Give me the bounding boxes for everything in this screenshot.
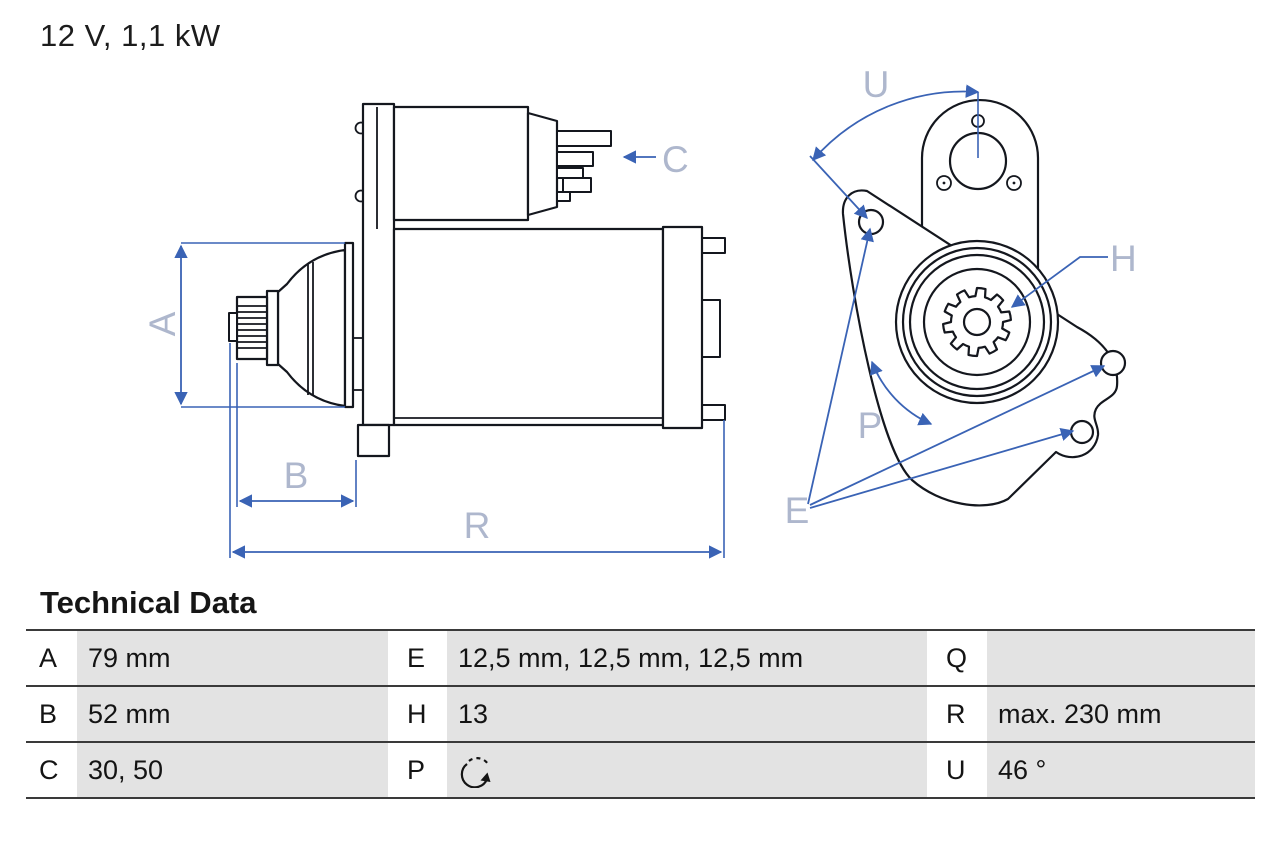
spec-value: 52 mm [77, 687, 388, 741]
spec-value: 46 ° [987, 743, 1255, 797]
spec-value: 13 [447, 687, 927, 741]
rotation-arc-P [870, 360, 933, 426]
spec-value: 30, 50 [77, 743, 388, 797]
technical-data-table: A 79 mm E 12,5 mm, 12,5 mm, 12,5 mm Q B … [26, 629, 1255, 799]
spec-key: Q [927, 631, 987, 685]
spec-key: P [388, 743, 447, 797]
clockwise-rotation-icon [460, 757, 491, 788]
spec-key: B [26, 687, 77, 741]
leader-line-E3 [809, 427, 1075, 509]
spec-key: R [927, 687, 987, 741]
front-view [841, 98, 1127, 507]
product-spec-title: 12 V, 1,1 kW [40, 18, 221, 53]
side-view-dimensions [174, 150, 725, 559]
spec-key: U [927, 743, 987, 797]
technical-data-heading: Technical Data [40, 585, 257, 620]
spec-key: E [388, 631, 447, 685]
table-row: C 30, 50 P U 46 ° [26, 741, 1255, 797]
dim-label-p: P [858, 405, 883, 446]
dim-label-r: R [464, 505, 491, 546]
spec-key: C [26, 743, 77, 797]
dim-label-a: A [142, 311, 183, 336]
spec-value: max. 230 mm [987, 687, 1255, 741]
spec-value: 79 mm [77, 631, 388, 685]
spec-key: H [388, 687, 447, 741]
spec-key: A [26, 631, 77, 685]
spec-value: 12,5 mm, 12,5 mm, 12,5 mm [447, 631, 927, 685]
spec-value-rotation [447, 743, 927, 797]
side-view [228, 102, 726, 458]
front-view-dimensions [807, 84, 1108, 509]
leader-line-H [1010, 256, 1108, 308]
angle-arc-U [812, 84, 980, 162]
starter-motor-diagram: A B R C [142, 64, 1137, 559]
spec-value [987, 631, 1255, 685]
table-row: A 79 mm E 12,5 mm, 12,5 mm, 12,5 mm Q [26, 629, 1255, 685]
dim-label-e: E [785, 490, 810, 531]
dim-label-c: C [662, 139, 689, 180]
dim-label-u: U [863, 64, 890, 105]
dim-label-h: H [1110, 238, 1137, 279]
leader-line-E2 [809, 365, 1106, 506]
table-row: B 52 mm H 13 R max. 230 mm [26, 685, 1255, 741]
leader-line-E1 [807, 227, 874, 505]
dim-label-b: B [284, 455, 309, 496]
